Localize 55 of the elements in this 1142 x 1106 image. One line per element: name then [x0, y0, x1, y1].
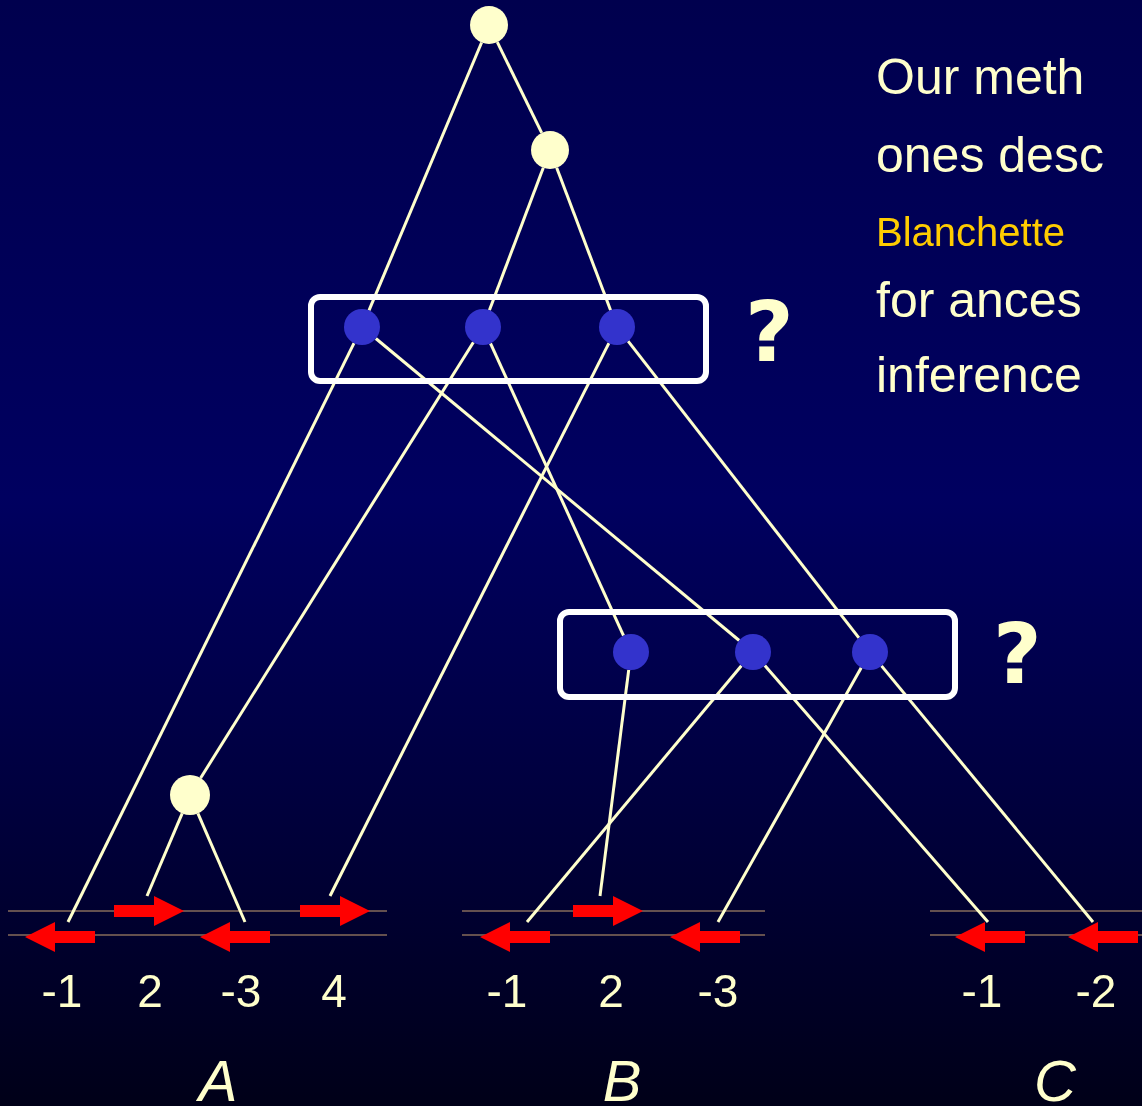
gene-symbol: [955, 922, 1025, 952]
gene-number: 2: [137, 968, 163, 1014]
ancestor-box: [557, 609, 958, 700]
tree-branch: [763, 664, 990, 923]
gene-number: 2: [598, 968, 624, 1014]
gene-symbol: [114, 896, 184, 926]
tree-branch: [880, 664, 1095, 923]
description-text: for ances: [876, 275, 1082, 325]
tree-branch: [488, 167, 545, 311]
gene-symbol: [480, 922, 550, 952]
question-mark: ?: [745, 290, 794, 374]
gene-symbol: [200, 922, 270, 952]
author-name: Blanchette: [876, 212, 1066, 252]
description-text: ones desc: [876, 130, 1104, 180]
gene-symbol: [573, 896, 643, 926]
tree-branch: [495, 41, 544, 134]
ancestor-node: [531, 131, 569, 169]
ancestral-gene-dot: [344, 309, 380, 345]
tree-branch: [145, 812, 184, 897]
gene-symbol: [300, 896, 370, 926]
genome-letter: B: [602, 1052, 642, 1106]
description-text: inference: [876, 350, 1082, 400]
tree-branch: [525, 664, 743, 923]
gene-number: -1: [486, 968, 528, 1014]
ancestor-node: [470, 6, 508, 44]
tree-branch: [716, 666, 863, 923]
tree-branch: [196, 812, 247, 923]
tree-branch: [199, 341, 475, 779]
ancestor-node: [170, 775, 210, 815]
gene-symbol: [1068, 922, 1138, 952]
gene-number: -1: [961, 968, 1003, 1014]
tree-branch: [66, 342, 356, 923]
genome-letter: A: [198, 1052, 238, 1106]
gene-number: -3: [697, 968, 739, 1014]
genome-letter: C: [1034, 1052, 1076, 1106]
tree-branch: [626, 340, 861, 639]
ancestor-box: [308, 294, 709, 384]
description-text: Our meth: [876, 52, 1085, 102]
ancestral-gene-dot: [852, 634, 888, 670]
ancestral-gene-dot: [599, 309, 635, 345]
tree-branch: [374, 337, 741, 642]
gene-number: -2: [1075, 968, 1117, 1014]
tree-branch: [367, 41, 483, 311]
question-mark: ?: [993, 612, 1042, 696]
ancestral-gene-dot: [613, 634, 649, 670]
ancestral-gene-dot: [735, 634, 771, 670]
tree-branch: [598, 669, 631, 897]
gene-number: -1: [41, 968, 83, 1014]
tree-branch: [328, 342, 611, 897]
ancestral-gene-dot: [465, 309, 501, 345]
tree-branch: [555, 167, 612, 311]
gene-symbol: [25, 922, 95, 952]
gene-number: -3: [220, 968, 262, 1014]
gene-number: 4: [321, 968, 347, 1014]
gene-symbol: [670, 922, 740, 952]
